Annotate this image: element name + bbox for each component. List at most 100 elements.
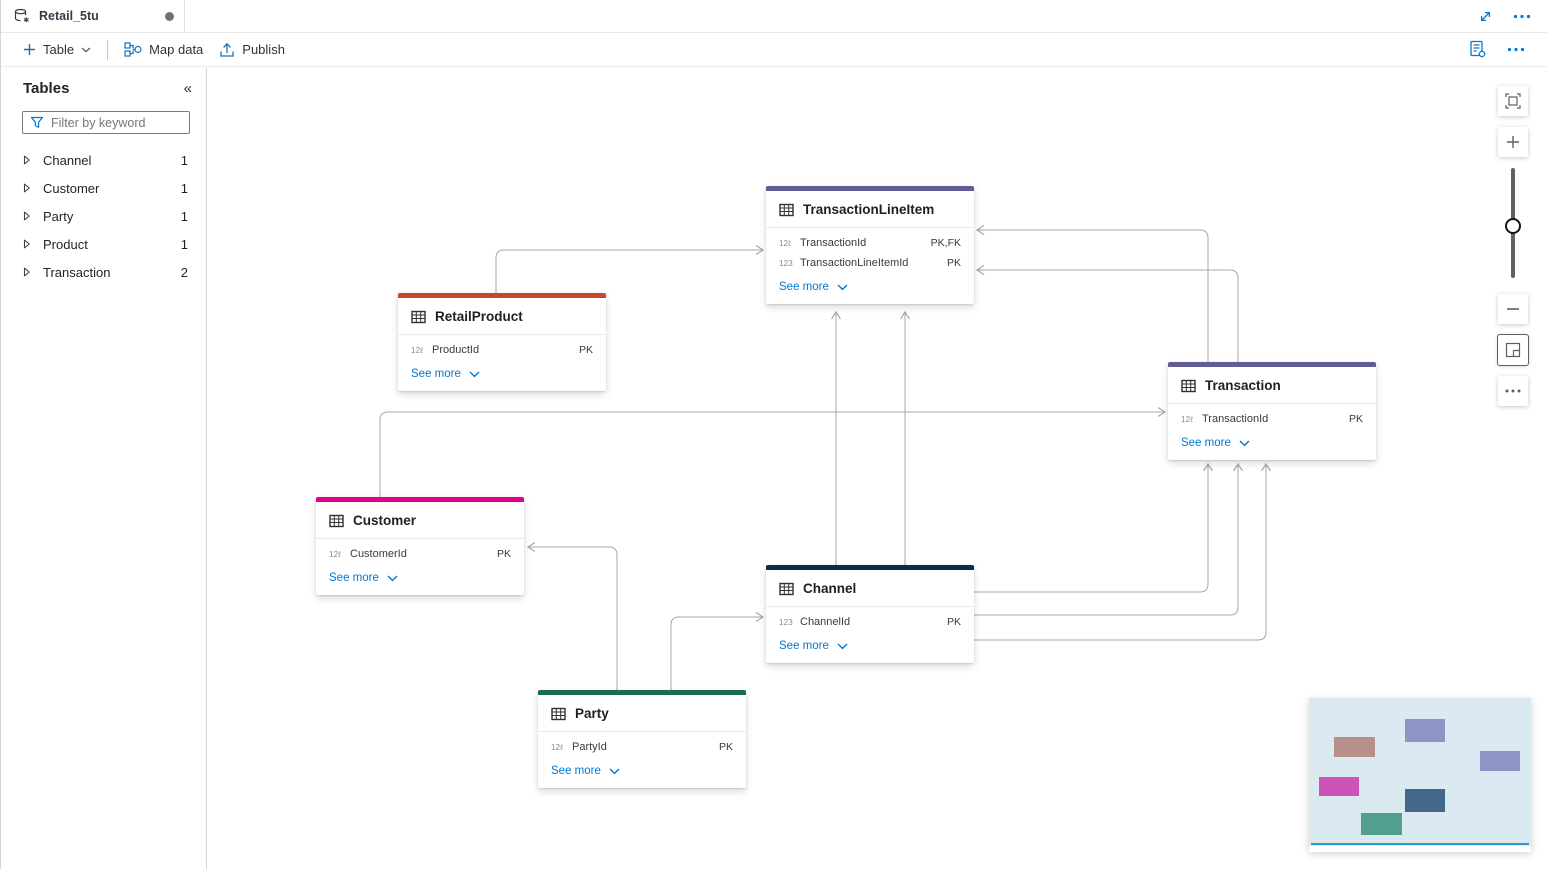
field-row[interactable]: 12ℓ PartyId PK [538, 737, 746, 757]
properties-icon[interactable] [1468, 40, 1487, 59]
table-fields: 12ℓ TransactionId PK,FK 123 TransactionL… [766, 228, 974, 273]
table-card-party[interactable]: Party 12ℓ PartyId PK See more [538, 690, 746, 788]
table-card-header[interactable]: RetailProduct [398, 298, 606, 335]
chevron-right-icon[interactable] [23, 211, 31, 221]
arrowhead-icon [526, 541, 536, 553]
arrowhead-icon [830, 310, 842, 320]
relationship-connector[interactable] [526, 541, 618, 691]
arrowhead-icon [1232, 462, 1244, 472]
relationship-connector[interactable] [379, 406, 1167, 498]
chevron-down-icon [837, 283, 848, 290]
table-group-label: Customer [43, 180, 100, 196]
field-type-icon: 12ℓ [779, 238, 792, 248]
more-icon [1505, 389, 1521, 393]
minimap[interactable] [1309, 698, 1531, 852]
table-color-bar [766, 186, 974, 191]
more-icon[interactable] [1507, 47, 1525, 52]
add-table-button[interactable]: Table [15, 37, 99, 63]
table-card-retailproduct[interactable]: RetailProduct 12ℓ ProductId PK See more [398, 293, 606, 391]
more-options-button[interactable] [1498, 376, 1528, 406]
minus-icon [1507, 308, 1519, 310]
sidebar-item-transaction[interactable]: Transaction 2 [1, 258, 206, 286]
sidebar-item-party[interactable]: Party 1 [1, 202, 206, 230]
chevron-right-icon[interactable] [23, 239, 31, 249]
minimap-toggle-button[interactable] [1497, 334, 1529, 366]
chevron-right-icon[interactable] [23, 183, 31, 193]
field-row[interactable]: 12ℓ TransactionId PK,FK [766, 233, 974, 253]
database-icon [14, 8, 29, 23]
zoom-slider-thumb[interactable] [1505, 218, 1521, 234]
see-more-link[interactable]: See more [766, 273, 974, 304]
field-key-label: PK [946, 257, 961, 269]
sidebar-item-customer[interactable]: Customer 1 [1, 174, 206, 202]
see-more-link[interactable]: See more [538, 757, 746, 788]
fit-to-screen-button[interactable] [1498, 86, 1528, 116]
collapse-panel-button[interactable]: « [183, 80, 192, 97]
see-more-link[interactable]: See more [766, 632, 974, 663]
field-row[interactable]: 12ℓ ProductId PK [398, 340, 606, 360]
publish-button[interactable]: Publish [211, 37, 293, 63]
sidebar-item-channel[interactable]: Channel 1 [1, 146, 206, 174]
relationship-connector[interactable] [495, 244, 765, 294]
field-type-icon: 12ℓ [1181, 414, 1194, 424]
table-card-header[interactable]: TransactionLineItem [766, 191, 974, 228]
zoom-in-button[interactable] [1498, 127, 1528, 157]
relationship-connector[interactable] [974, 462, 1244, 616]
field-name: PartyId [572, 741, 607, 753]
map-data-button[interactable]: Map data [116, 37, 211, 63]
relationship-connector[interactable] [975, 264, 1239, 363]
see-more-link[interactable]: See more [316, 564, 524, 595]
relationship-connector[interactable] [974, 462, 1272, 641]
table-grid-icon [779, 582, 794, 595]
table-group-label: Product [43, 236, 88, 252]
expand-icon[interactable] [1478, 9, 1493, 24]
field-row[interactable]: 123 ChannelId PK [766, 612, 974, 632]
chevron-right-icon[interactable] [23, 155, 31, 165]
table-card-header[interactable]: Party [538, 695, 746, 732]
sidebar-item-product[interactable]: Product 1 [1, 230, 206, 258]
field-type-icon: 12ℓ [551, 742, 564, 752]
field-row[interactable]: 123 TransactionLineItemId PK [766, 253, 974, 273]
tab-retail-5tu[interactable]: Retail_5tu [1, 0, 185, 32]
table-group-label: Transaction [43, 264, 111, 280]
table-card-channel[interactable]: Channel 123 ChannelId PK See more [766, 565, 974, 663]
see-more-link[interactable]: See more [1168, 429, 1376, 460]
relationship-connector[interactable] [899, 310, 911, 565]
diagram-canvas[interactable]: TransactionLineItem 12ℓ TransactionId PK… [207, 68, 1547, 869]
field-type-icon: 12ℓ [411, 345, 424, 355]
zoom-slider[interactable] [1498, 168, 1528, 278]
table-card-customer[interactable]: Customer 12ℓ CustomerId PK See more [316, 497, 524, 595]
table-card-header[interactable]: Transaction [1168, 367, 1376, 404]
field-row[interactable]: 12ℓ TransactionId PK [1168, 409, 1376, 429]
filter-input[interactable] [51, 115, 182, 130]
table-card-header[interactable]: Customer [316, 502, 524, 539]
filter-input-wrapper [22, 111, 190, 134]
table-color-bar [316, 497, 524, 502]
table-card-transaction[interactable]: Transaction 12ℓ TransactionId PK See mor… [1168, 362, 1376, 460]
more-icon[interactable] [1513, 14, 1531, 19]
publish-icon [220, 42, 234, 57]
field-key-label: PK [718, 741, 733, 753]
see-more-link[interactable]: See more [398, 360, 606, 391]
chevron-right-icon[interactable] [23, 267, 31, 277]
table-card-header[interactable]: Channel [766, 570, 974, 607]
table-title: Transaction [1205, 378, 1281, 393]
map-data-label: Map data [149, 42, 204, 57]
relationship-connector[interactable] [974, 462, 1214, 593]
minimap-viewport-line [1311, 843, 1529, 845]
field-type-icon: 123 [779, 617, 793, 627]
relationship-connector[interactable] [830, 310, 842, 565]
relationship-connector[interactable] [670, 611, 765, 691]
tabbar-spacer [185, 0, 1478, 32]
toolbar-divider [107, 39, 109, 60]
table-title: Party [575, 706, 609, 721]
tab-title: Retail_5tu [39, 9, 99, 23]
field-row[interactable]: 12ℓ CustomerId PK [316, 544, 524, 564]
table-card-transactionlineitem[interactable]: TransactionLineItem 12ℓ TransactionId PK… [766, 186, 974, 304]
chevron-down-icon [1239, 439, 1250, 446]
relationship-connector[interactable] [975, 224, 1209, 363]
zoom-out-button[interactable] [1498, 294, 1528, 324]
table-fields: 12ℓ PartyId PK [538, 732, 746, 757]
chevron-down-icon [469, 370, 480, 377]
